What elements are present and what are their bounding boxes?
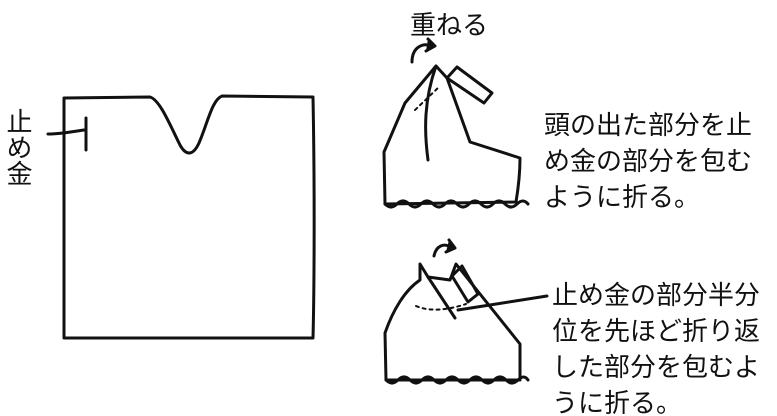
clasp-label: 止め金 [2, 108, 32, 186]
overlap-label: 重ねる [410, 11, 489, 41]
paper-outline [62, 94, 316, 340]
fold-step-1 [382, 37, 530, 209]
fold2-dashed-line [415, 303, 467, 311]
fold1-wavy-edge [383, 199, 530, 209]
step2-caption: 頭の出た部分を止 め金の部分を包む ように折る。 [544, 111, 753, 213]
fold2-leader-line [456, 294, 549, 312]
paper-unfolded [46, 94, 316, 340]
clasp-leader-line [46, 128, 86, 136]
fold-step-2 [383, 238, 549, 385]
fold1-dashed-line [414, 85, 441, 111]
fold2-inner-line [426, 275, 457, 320]
fold1-body [382, 64, 522, 206]
fold1-crease [424, 64, 438, 162]
fold2-arrowhead [444, 238, 457, 254]
fold1-clasp-flap [445, 65, 494, 105]
step3-caption: 止め金の部分半分 位を先ほど折り返 した部分を包むよ うに折る。 [552, 281, 761, 416]
fold2-wavy-edge [384, 375, 530, 385]
fold2-body [383, 262, 522, 382]
fold2-clasp-flap [450, 264, 480, 304]
fold1-arrowhead [424, 37, 437, 53]
